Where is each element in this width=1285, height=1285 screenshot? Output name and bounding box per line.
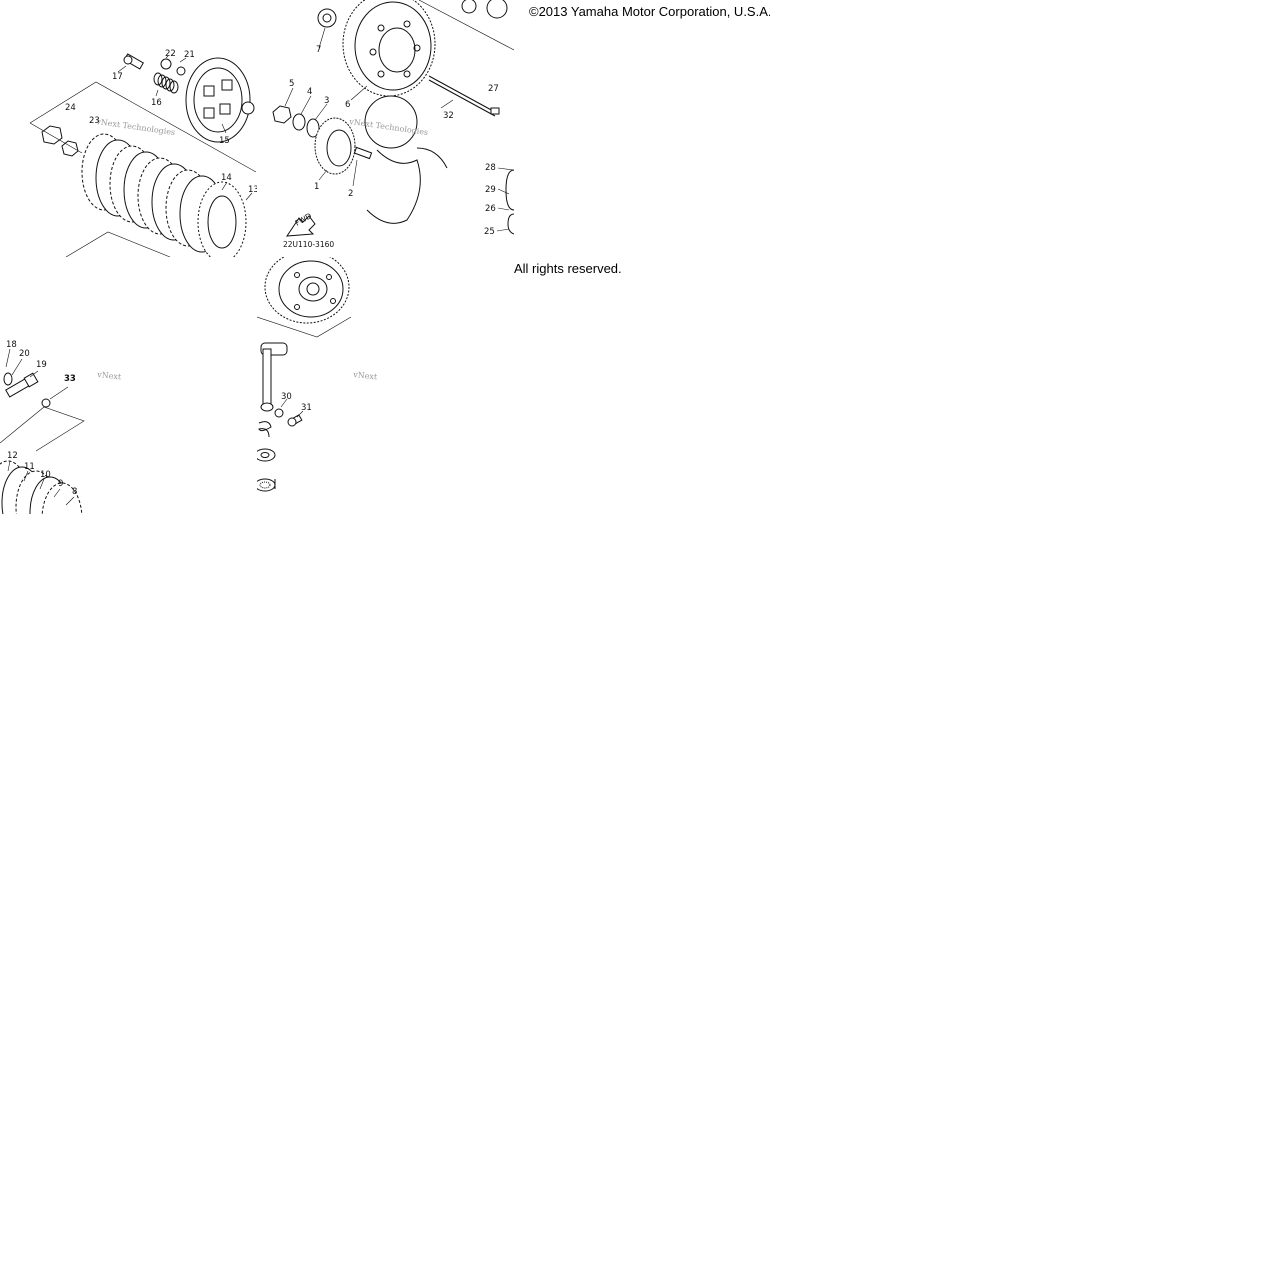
pressure-plate-part [185,57,255,143]
callout-8: 8 [72,487,77,497]
lock-washer-part [61,140,79,157]
thrust-washer-part [317,8,337,28]
callout-22: 22 [165,49,176,59]
o-ring-part [3,372,13,386]
callout-21: 21 [184,50,195,60]
screw-part [287,414,303,427]
friction-plate-edge [0,460,83,514]
key-part [353,146,373,160]
callout-27: 27 [488,84,499,94]
callout-9: 9 [58,479,63,489]
callout-7: 7 [316,45,321,55]
callout-29: 29 [485,185,496,195]
bolt-part [123,53,144,70]
lock-washer-part-2 [292,113,306,131]
callout-33: 33 [64,374,76,384]
callout-10: 10 [40,470,51,480]
spring-part [153,72,179,94]
callout-15: 15 [219,136,230,146]
clutch-housing-part [342,0,436,97]
push-rod-part [428,75,500,117]
callout-4: 4 [307,87,312,97]
callout-5: 5 [289,79,294,89]
clutch-boss-part [264,257,350,324]
push-lever-drawing: 30 31 vNext [257,257,379,492]
watermark-short-2: vNext [352,370,379,382]
diagram-code: 22U110-3160 [283,240,334,249]
hub-nut-part [272,105,292,124]
callout-28: 28 [485,163,496,173]
callout-2: 2 [348,189,353,199]
return-spring-part [258,421,272,438]
lock-nut-part [41,125,63,145]
callout-1: 1 [314,182,319,192]
callout-11: 11 [24,462,35,472]
clutch-plates-drawing: 22 21 17 16 24 23 15 14 13 vNext Technol… [29,49,257,257]
callout-12: 12 [7,451,18,461]
callout-17: 17 [112,72,123,82]
callout-25: 25 [484,227,495,237]
callout-19: 19 [36,360,47,370]
callout-13: 13 [248,185,257,195]
crankshaft-part [364,95,448,224]
diagram-tile-clutch-plates: 22 21 17 16 24 23 15 14 13 vNext Technol… [0,0,257,257]
ball-part [41,398,51,408]
friction-plate-stack [81,133,247,257]
push-lever-shaft-part [260,342,288,412]
callout-31: 31 [301,403,312,413]
clutch-housing-drawing: FWD 22U110-3160 7 5 4 3 6 1 2 32 27 28 2… [272,0,514,249]
watermark-short: vNext [96,370,123,382]
rights-reserved-text: All rights reserved. [514,261,622,276]
adjusting-screw-part [5,372,39,398]
callout-32: 32 [443,111,454,121]
adjuster-drawing: 18 20 19 33 12 11 10 9 8 vNext [0,340,123,514]
callout-14: 14 [221,173,232,183]
fwd-arrow-icon: FWD [286,211,316,237]
callout-18: 18 [6,340,17,350]
callout-23: 23 [89,116,100,126]
callout-26: 26 [485,204,496,214]
copyright-text: ©2013 Yamaha Motor Corporation, U.S.A. [529,4,770,19]
callout-24: 24 [65,103,76,113]
washer-part-2 [274,408,284,418]
callout-20: 20 [19,349,30,359]
oil-seal-part [257,448,276,492]
nut-part [160,58,172,70]
callout-3: 3 [324,96,329,106]
washer-part [176,66,186,76]
primary-gear-part [314,117,356,175]
diagram-tile-push-lever: 30 31 vNext [257,257,514,514]
diagram-tile-clutch-housing: FWD 22U110-3160 7 5 4 3 6 1 2 32 27 28 2… [257,0,514,257]
callout-16: 16 [151,98,162,108]
thrust-plate-part [306,118,320,138]
callout-30: 30 [281,392,292,402]
callout-6: 6 [345,100,350,110]
diagram-tile-adjuster: 18 20 19 33 12 11 10 9 8 vNext [0,257,257,514]
